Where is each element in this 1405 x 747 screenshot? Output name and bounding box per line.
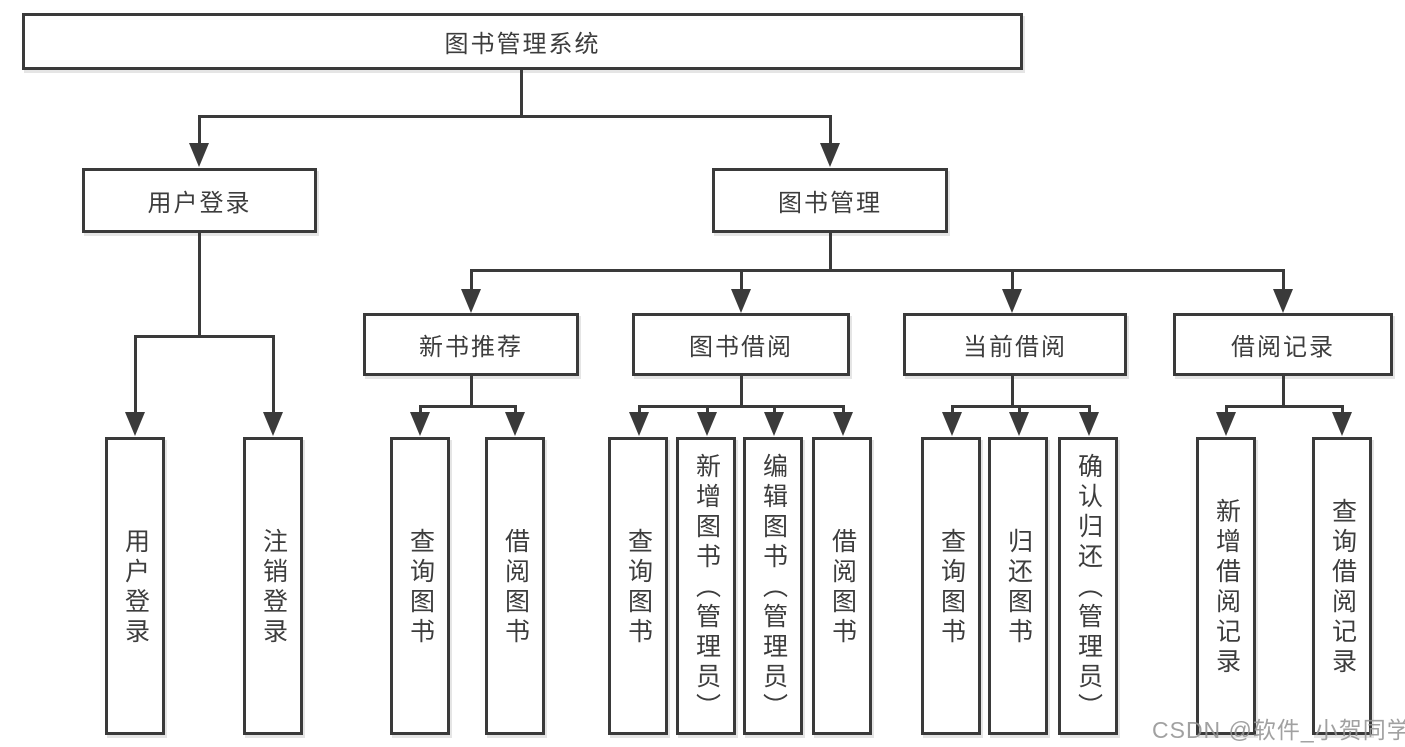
connector-section-stem	[1011, 376, 1014, 407]
arrow-down-icon	[1216, 412, 1236, 436]
arrow-down-icon	[189, 143, 209, 167]
arrow-down-icon	[629, 412, 649, 436]
node-book-borrow: 图书借阅	[632, 313, 850, 376]
arrow-down-icon	[263, 412, 283, 436]
leaf-edit-book-admin: 编辑图书（管理员）	[743, 437, 803, 735]
leaf-add-book-admin: 新增图书（管理员）	[676, 437, 736, 735]
connector-section-stem	[470, 376, 473, 407]
connector-root-bar	[198, 115, 832, 118]
arrow-down-icon	[1009, 412, 1029, 436]
leaf-add-borrow-record: 新增借阅记录	[1196, 437, 1256, 735]
leaf-return-books: 归还图书	[988, 437, 1048, 735]
connector-drop-leaf	[951, 405, 954, 415]
watermark-text: CSDN @软件_小贺同学	[1152, 717, 1405, 743]
connector-drop-leaf	[134, 335, 137, 415]
connector-user-login-stem	[198, 233, 201, 337]
connector-drop-leaf	[1341, 405, 1344, 415]
leaf-query-books-recommend: 查询图书	[390, 437, 450, 735]
arrow-down-icon	[942, 412, 962, 436]
connector-drop-book-management	[829, 115, 832, 146]
connector-root-stem	[520, 69, 523, 117]
node-book-management: 图书管理	[712, 168, 948, 233]
node-borrow-records: 借阅记录	[1173, 313, 1393, 376]
leaf-user-login: 用户登录	[105, 437, 165, 735]
connector-drop-leaf	[1225, 405, 1228, 415]
leaf-confirm-return-admin: 确认归还（管理员）	[1058, 437, 1118, 735]
arrow-down-icon	[410, 412, 430, 436]
leaf-query-borrow-record: 查询借阅记录	[1312, 437, 1372, 735]
arrow-down-icon	[731, 289, 751, 313]
arrow-down-icon	[125, 412, 145, 436]
connector-book-management-stem	[829, 233, 832, 271]
connector-drop-leaf	[638, 405, 641, 415]
arrow-down-icon	[1332, 412, 1352, 436]
arrow-down-icon	[505, 412, 525, 436]
connector-book-management-bar	[470, 269, 1285, 272]
arrow-down-icon	[697, 412, 717, 436]
arrow-down-icon	[1002, 289, 1022, 313]
connector-drop-leaf	[706, 405, 709, 415]
node-new-book-recommend: 新书推荐	[363, 313, 579, 376]
connector-drop-section	[1011, 269, 1014, 292]
node-root: 图书管理系统	[22, 13, 1023, 70]
connector-user-login-bar	[134, 335, 275, 338]
connector-drop-leaf	[514, 405, 517, 415]
node-user-login: 用户登录	[82, 168, 317, 233]
connector-section-bar	[1225, 405, 1343, 408]
connector-drop-leaf	[419, 405, 422, 415]
arrow-down-icon	[764, 412, 784, 436]
leaf-borrow-books: 借阅图书	[812, 437, 872, 735]
connector-drop-leaf	[1018, 405, 1021, 415]
arrow-down-icon	[820, 143, 840, 167]
arrow-down-icon	[461, 289, 481, 313]
connector-drop-section	[740, 269, 743, 292]
connector-section-bar	[419, 405, 517, 408]
connector-section-bar	[638, 405, 844, 408]
node-current-borrow: 当前借阅	[903, 313, 1127, 376]
connector-section-stem	[1282, 376, 1285, 407]
connector-drop-user-login	[198, 115, 201, 146]
leaf-query-books-borrow: 查询图书	[608, 437, 668, 735]
connector-drop-leaf	[1088, 405, 1091, 415]
connector-section-stem	[740, 376, 743, 407]
leaf-logout: 注销登录	[243, 437, 303, 735]
leaf-borrow-books-recommend: 借阅图书	[485, 437, 545, 735]
arrow-down-icon	[833, 412, 853, 436]
arrow-down-icon	[1273, 289, 1293, 313]
connector-drop-leaf	[842, 405, 845, 415]
connector-drop-section	[470, 269, 473, 292]
leaf-query-books-current: 查询图书	[921, 437, 981, 735]
connector-drop-leaf	[272, 335, 275, 415]
arrow-down-icon	[1079, 412, 1099, 436]
connector-drop-section	[1282, 269, 1285, 292]
connector-drop-leaf	[773, 405, 776, 415]
